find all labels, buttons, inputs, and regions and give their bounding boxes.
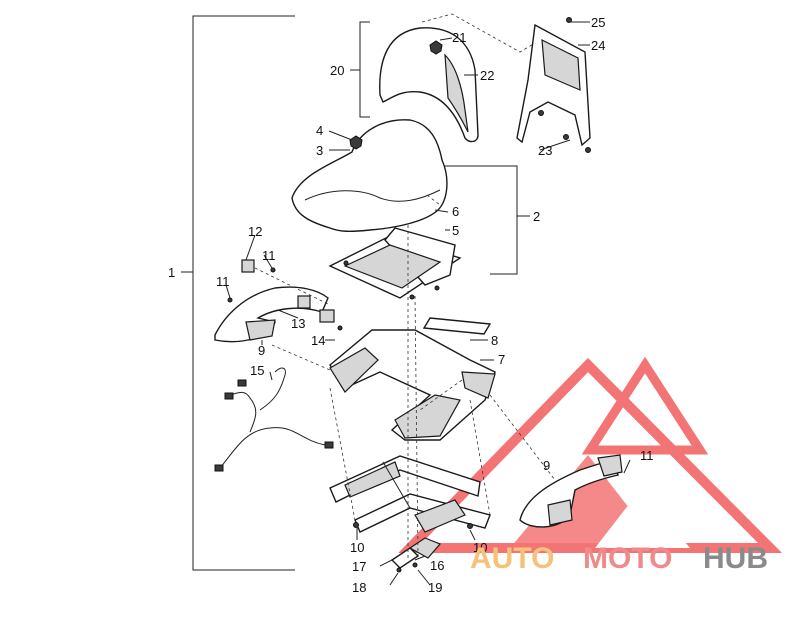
- bracket-1: [181, 15, 295, 571]
- callout-23: 23: [538, 143, 552, 158]
- slide-rails-10: [329, 455, 491, 533]
- seat-base-5: [328, 227, 462, 300]
- callout-9-left: 9: [258, 343, 265, 358]
- watermark-auto: AUTO: [470, 542, 554, 575]
- callout-11-left: 11: [216, 274, 230, 289]
- callout-5: 5: [452, 223, 459, 238]
- callout-14: 14: [311, 333, 325, 348]
- watermark-hub: HUB: [703, 542, 768, 575]
- bracket-2: [445, 165, 518, 275]
- callout-25: 25: [591, 15, 605, 30]
- seat-cushion-3: [291, 119, 448, 233]
- callout-12: 12: [248, 224, 262, 239]
- screw-11: [270, 267, 276, 273]
- decal-8: [422, 317, 492, 335]
- callout-11-right: 11: [640, 448, 654, 463]
- callout-15: 15: [250, 363, 264, 378]
- rear-bracket-24: [516, 17, 591, 153]
- callout-11-top: 11: [262, 248, 276, 263]
- callout-24: 24: [591, 38, 605, 53]
- callout-2: 2: [533, 209, 540, 224]
- bracket-20: [359, 21, 370, 118]
- callout-21: 21: [452, 30, 466, 45]
- watermark-text: AUTO MOTO HUB: [470, 542, 768, 575]
- callout-3: 3: [316, 143, 323, 158]
- callout-20: 20: [330, 63, 344, 78]
- callout-16: 16: [430, 558, 444, 573]
- callout-18: 18: [352, 580, 366, 595]
- backrest-22: [379, 27, 479, 143]
- screw-11: [227, 297, 233, 303]
- grab-handle-9-right: [519, 454, 623, 528]
- seat-frame-7: [329, 329, 496, 441]
- callout-1: 1: [168, 265, 175, 280]
- callout-10-left: 10: [350, 540, 364, 555]
- construction-lines: [254, 194, 556, 560]
- clip-13: [297, 295, 335, 323]
- callout-6: 6: [452, 204, 459, 219]
- screw-14: [337, 325, 343, 331]
- callout-8: 8: [491, 333, 498, 348]
- callout-10-right: 10: [473, 540, 487, 555]
- clip-12: [241, 259, 255, 273]
- watermark-moto: MOTO: [583, 542, 672, 575]
- callout-22: 22: [480, 68, 494, 83]
- callout-19: 19: [428, 580, 442, 595]
- callout-9-right: 9: [543, 458, 550, 473]
- callout-13: 13: [291, 316, 305, 331]
- leader-lines: [225, 21, 631, 586]
- callout-4: 4: [316, 123, 323, 138]
- connector-line: [421, 13, 541, 53]
- callout-17: 17: [352, 559, 366, 574]
- wiring-harness-15: [214, 367, 334, 472]
- callout-labels: 1 2 3 4 5 6 7 8 9 9 10 10 11 11 11 12 13…: [168, 15, 654, 595]
- callout-7: 7: [498, 352, 505, 367]
